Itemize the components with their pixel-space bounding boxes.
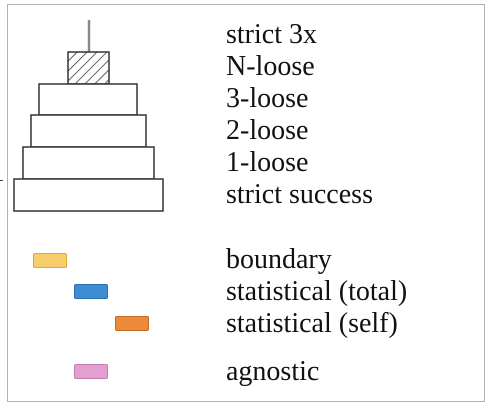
label-3-loose: 3-loose <box>226 83 309 114</box>
label-agnostic: agnostic <box>226 356 320 387</box>
label-2-loose: 2-loose <box>226 115 309 146</box>
swatch-statistical-total <box>74 284 108 299</box>
tier-strict-success-block <box>13 178 164 212</box>
tier-3-loose-block <box>38 83 138 116</box>
tier-1-loose-block <box>22 146 155 180</box>
label-statistical-self: statistical (self) <box>226 308 398 339</box>
tier-2-loose-block <box>30 114 147 148</box>
label-strict-success: strict success <box>226 179 373 210</box>
tier-strict-3x-block <box>67 51 110 85</box>
label-boundary: boundary <box>226 244 332 275</box>
label-1-loose: 1-loose <box>226 147 309 178</box>
axis-tick <box>0 180 3 181</box>
label-strict-3x: strict 3x <box>226 19 317 50</box>
label-n-loose: N-loose <box>226 51 315 82</box>
swatch-statistical-self <box>115 316 149 331</box>
swatch-boundary <box>33 253 67 268</box>
swatch-agnostic <box>74 364 108 379</box>
label-statistical-total: statistical (total) <box>226 276 408 307</box>
